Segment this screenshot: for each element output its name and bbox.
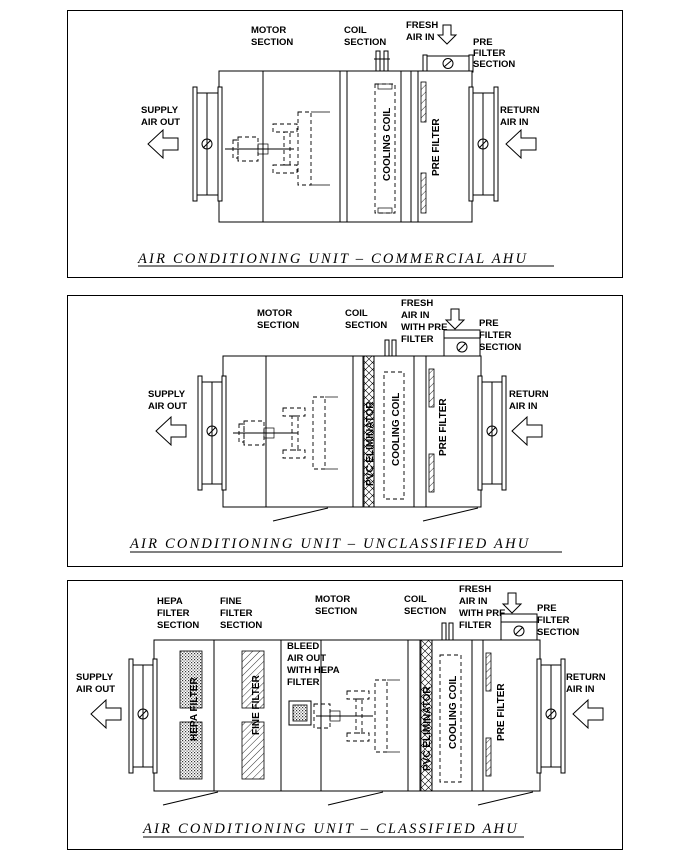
return-damper bbox=[468, 86, 499, 202]
fine-filter: FINE FILTER bbox=[241, 650, 265, 780]
pvc-eliminator: PVC ELIMINATOR bbox=[363, 355, 376, 508]
pre-filter-label: PRE FILTER bbox=[438, 398, 449, 456]
return-damper bbox=[477, 375, 507, 491]
supply-damper bbox=[192, 86, 223, 202]
panel-commercial-ahu: MOTOR SECTION COIL SECTION FRESH AIR IN … bbox=[67, 10, 623, 278]
cooling-coil: COOLING COIL bbox=[374, 83, 396, 214]
pre-filter: PRE FILTER bbox=[428, 368, 449, 493]
fresh-air-label: FRESH AIR IN bbox=[406, 20, 441, 43]
supply-air-label: SUPPLY AIR OUT bbox=[76, 672, 116, 695]
cooling-coil-label: COOLING COIL bbox=[391, 393, 402, 466]
return-air-arrow bbox=[572, 698, 604, 730]
coil-pipes bbox=[384, 339, 397, 357]
return-air-label: RETURN AIR IN bbox=[509, 389, 551, 412]
pre-filter-section-label: PRE FILTER SECTION bbox=[479, 318, 521, 353]
base-skid-right bbox=[422, 507, 479, 522]
diagram-title: AIR CONDITIONING UNIT – CLASSIFIED AHU bbox=[142, 821, 519, 837]
fresh-air-damper bbox=[443, 329, 481, 357]
return-air-arrow bbox=[505, 128, 537, 160]
cooling-coil-label: COOLING COIL bbox=[382, 108, 393, 181]
hepa-filter: HEPA FILTER bbox=[179, 650, 203, 780]
panel-unclassified-ahu: MOTOR SECTION COIL SECTION FRESH AIR IN … bbox=[67, 295, 623, 567]
cooling-coil: COOLING COIL bbox=[439, 654, 462, 783]
base-skid-mid bbox=[327, 791, 384, 806]
supply-air-label: SUPPLY AIR OUT bbox=[148, 389, 188, 412]
bleed-air-label: BLEED AIR OUT WITH HEPA FILTER bbox=[287, 641, 342, 688]
pre-filter-label: PRE FILTER bbox=[431, 118, 442, 176]
supply-damper bbox=[197, 375, 227, 491]
fine-filter-section-label: FINE FILTER SECTION bbox=[220, 596, 262, 631]
pvc-eliminator-label: PVC ELIMINATOR bbox=[422, 686, 433, 771]
supply-air-arrow bbox=[90, 698, 122, 730]
pre-filter-section-label: PRE FILTER SECTION bbox=[537, 603, 579, 638]
return-damper bbox=[536, 658, 566, 774]
fresh-air-damper bbox=[500, 613, 538, 641]
fan-motor bbox=[233, 396, 338, 470]
fresh-air-arrow bbox=[501, 592, 523, 614]
classified-ahu-diagram: HEPA FILTER SECTION FINE FILTER SECTION … bbox=[76, 584, 608, 838]
base-skid-left bbox=[272, 507, 329, 522]
fresh-air-label: FRESH AIR IN WITH PRE FILTER bbox=[459, 584, 508, 631]
fan-motor bbox=[313, 679, 400, 753]
fresh-air-arrow bbox=[444, 308, 466, 330]
cooling-coil: COOLING COIL bbox=[383, 371, 405, 500]
motor-section-label: MOTOR SECTION bbox=[315, 594, 357, 617]
supply-air-arrow bbox=[155, 415, 187, 447]
ahu-casing bbox=[222, 355, 482, 508]
diagram-title: AIR CONDITIONING UNIT – UNCLASSIFIED AHU bbox=[129, 536, 530, 552]
coil-section-label: COIL SECTION bbox=[404, 594, 446, 617]
diagram-title: AIR CONDITIONING UNIT – COMMERCIAL AHU bbox=[137, 251, 528, 267]
return-air-label: RETURN AIR IN bbox=[566, 672, 608, 695]
fresh-air-label: FRESH AIR IN WITH PRE FILTER bbox=[401, 298, 450, 345]
pre-filter-section-label: PRE FILTER SECTION bbox=[473, 37, 515, 70]
fine-filter-label: FINE FILTER bbox=[251, 674, 262, 735]
supply-air-arrow bbox=[147, 128, 179, 160]
coil-pipes bbox=[374, 50, 390, 72]
supply-air-label: SUPPLY AIR OUT bbox=[141, 105, 181, 128]
commercial-ahu-diagram: MOTOR SECTION COIL SECTION FRESH AIR IN … bbox=[137, 20, 554, 267]
fresh-air-arrow bbox=[436, 24, 458, 45]
panel-classified-ahu: HEPA FILTER SECTION FINE FILTER SECTION … bbox=[67, 580, 623, 850]
pre-filter-label: PRE FILTER bbox=[496, 683, 507, 741]
coil-section-label: COIL SECTION bbox=[345, 308, 387, 331]
base-skid-right bbox=[477, 791, 534, 806]
ahu-casing bbox=[218, 70, 473, 223]
fresh-air-damper bbox=[422, 54, 474, 73]
motor-section-label: MOTOR SECTION bbox=[257, 308, 299, 331]
hepa-filter-section-label: HEPA FILTER SECTION bbox=[157, 596, 199, 631]
motor-section-label: MOTOR SECTION bbox=[251, 25, 293, 48]
coil-section-label: COIL SECTION bbox=[344, 25, 386, 48]
pre-filter: PRE FILTER bbox=[420, 81, 442, 214]
coil-pipes bbox=[441, 622, 454, 641]
hepa-filter-label: HEPA FILTER bbox=[189, 677, 200, 741]
return-air-arrow bbox=[511, 415, 543, 447]
return-air-label: RETURN AIR IN bbox=[500, 105, 542, 128]
unclassified-ahu-diagram: MOTOR SECTION COIL SECTION FRESH AIR IN … bbox=[129, 298, 562, 553]
cooling-coil-label: COOLING COIL bbox=[448, 676, 459, 749]
pre-filter: PRE FILTER bbox=[485, 652, 507, 777]
bleed-hepa-box bbox=[288, 700, 312, 726]
pvc-eliminator-label: PVC ELIMINATOR bbox=[365, 401, 376, 486]
base-skid-left bbox=[162, 791, 219, 806]
fan-motor bbox=[225, 111, 330, 186]
pvc-eliminator: PVC ELIMINATOR bbox=[420, 639, 433, 792]
supply-damper bbox=[128, 658, 158, 774]
